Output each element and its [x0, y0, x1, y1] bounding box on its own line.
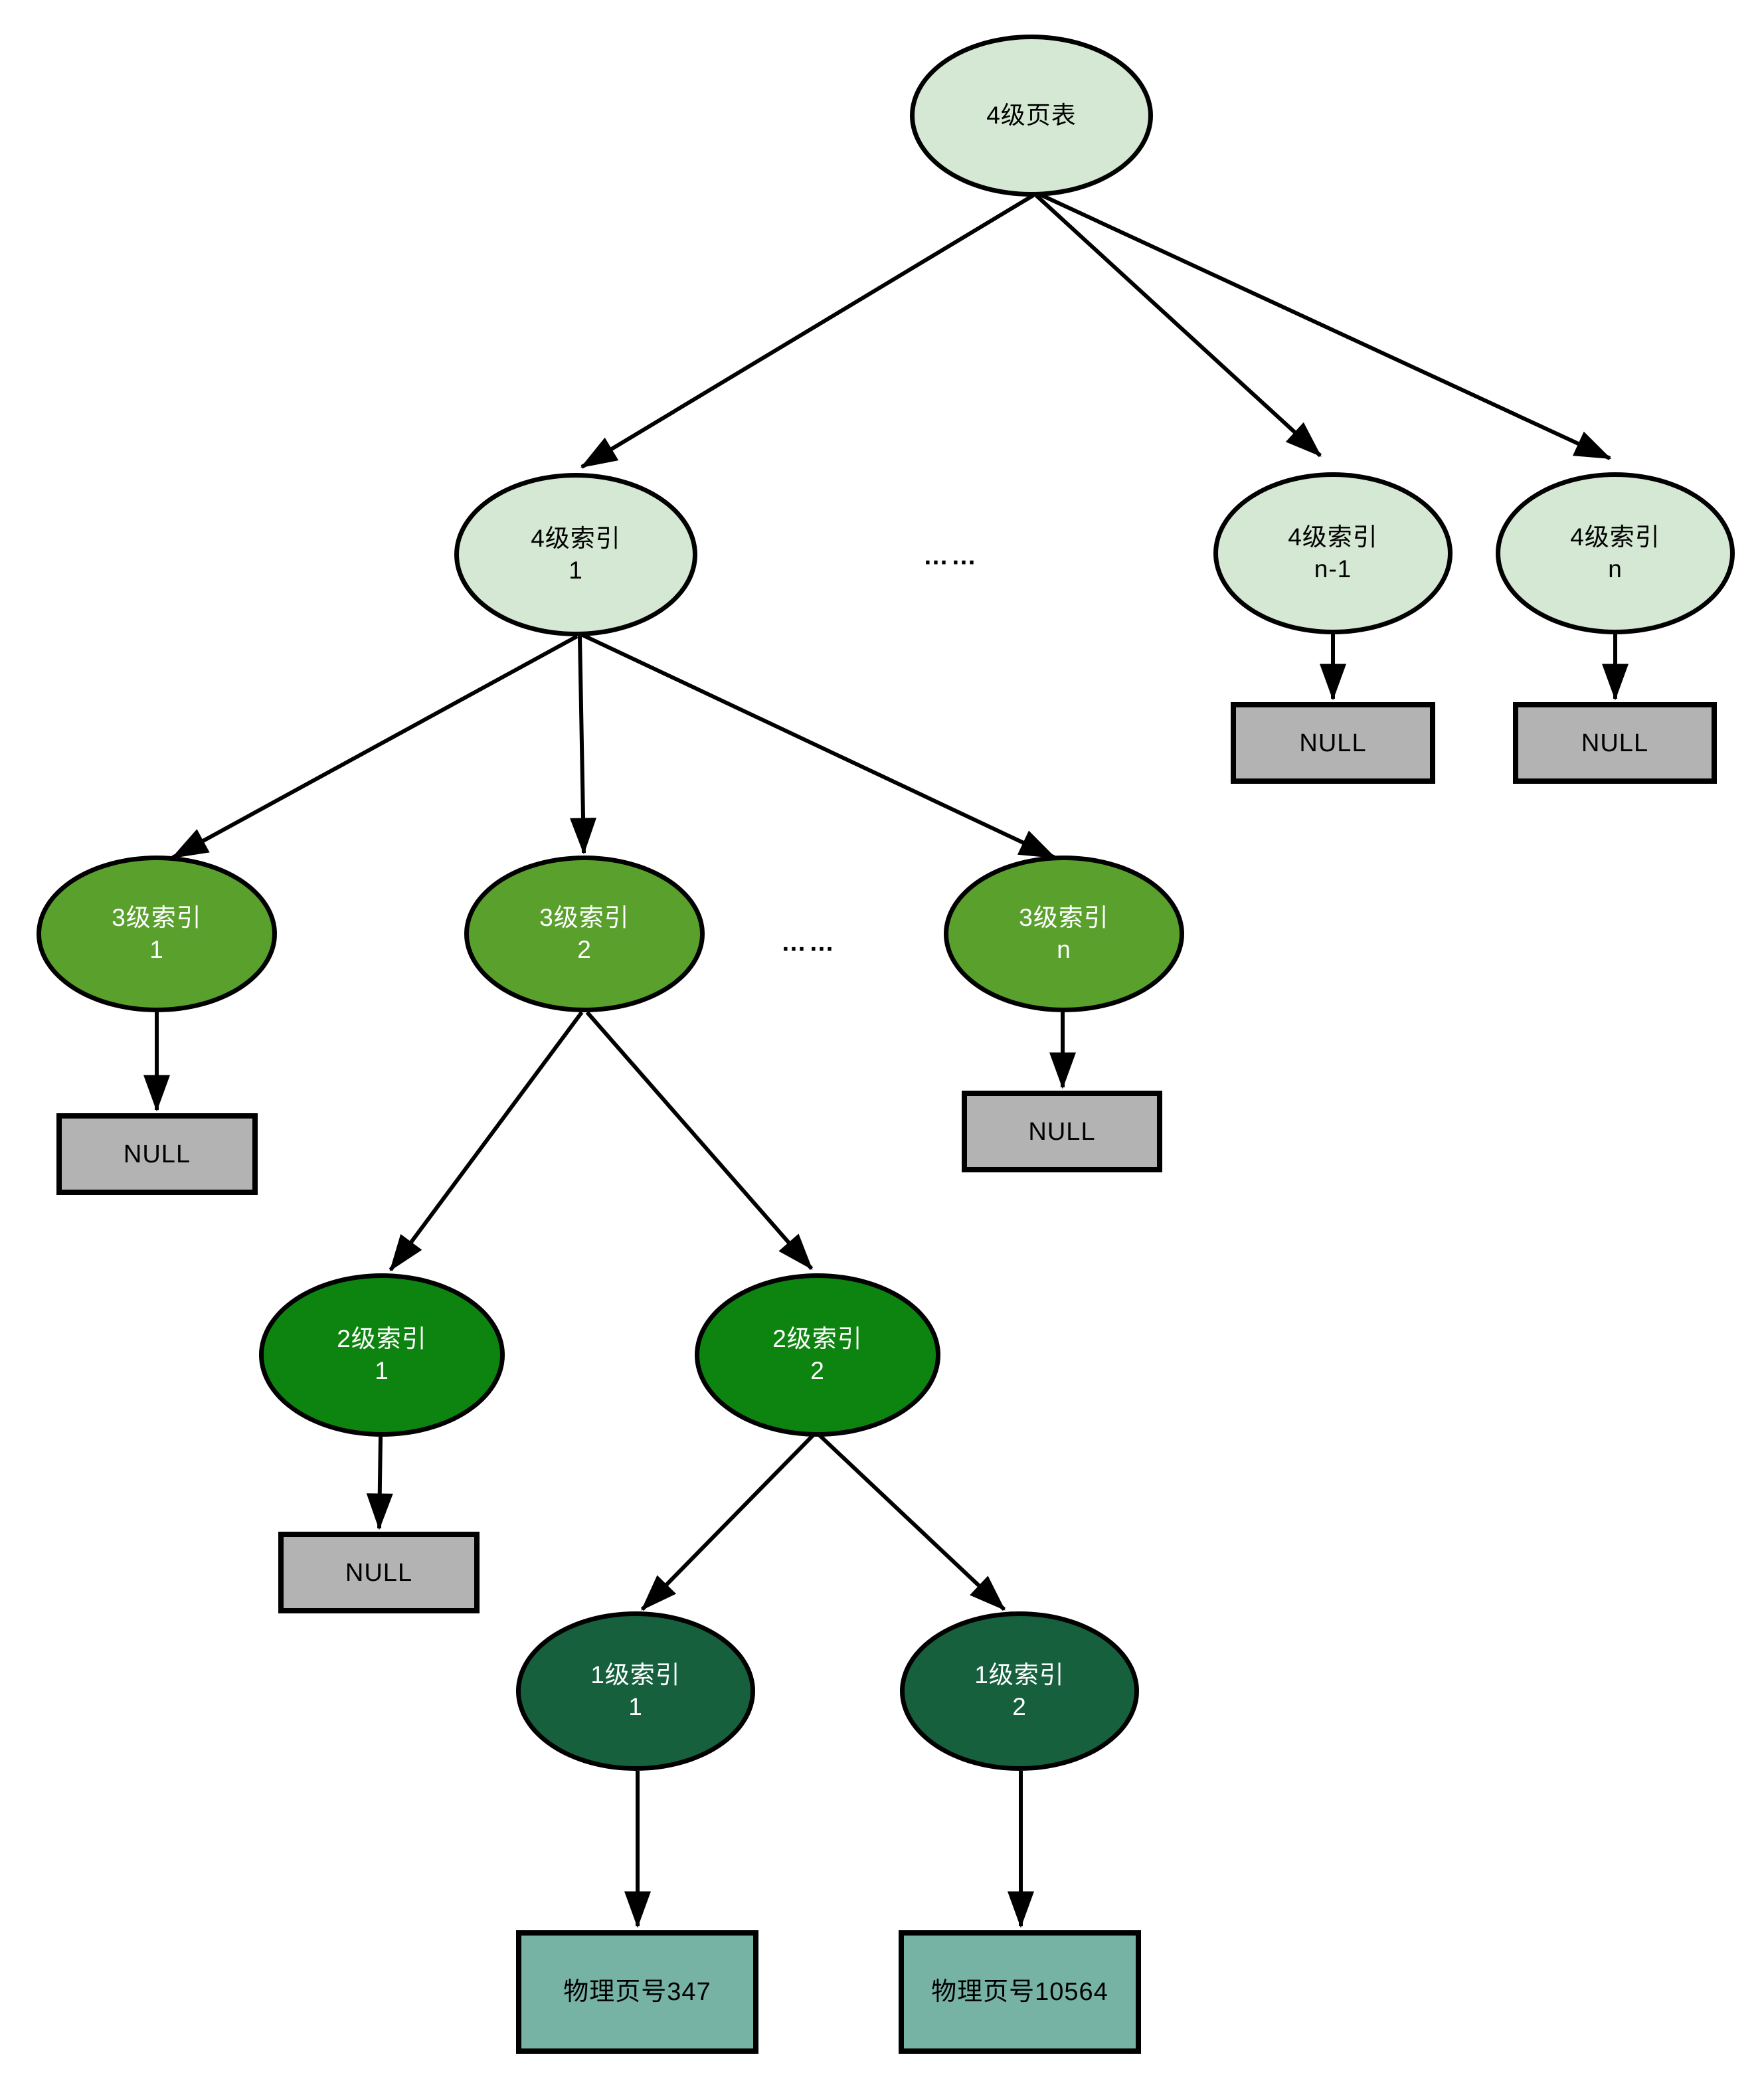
node-label-line1: 4级页表 — [986, 102, 1077, 129]
node-l3-index-n: 3级索引 n — [944, 856, 1184, 1012]
null-box-l4-n-1: NULL — [1231, 702, 1435, 784]
edge-l3-2-to-l2-1 — [389, 1011, 584, 1272]
edge-l4-1-to-l3-2 — [570, 636, 597, 855]
null-label: NULL — [1581, 729, 1649, 757]
node-label-line1: 4级索引 — [1570, 523, 1660, 551]
node-label-line2: 1 — [569, 557, 583, 584]
node-l4-index-n-1: 4级索引 n-1 — [1213, 472, 1453, 634]
node-label: 2级索引 2 — [772, 1323, 863, 1387]
null-box-l2-1: NULL — [278, 1532, 480, 1613]
node-label-line1: 3级索引 — [112, 904, 202, 931]
node-label-line2: n — [1057, 936, 1071, 963]
node-label: 3级索引 n — [1019, 902, 1109, 966]
node-label-line1: 4级索引 — [531, 525, 621, 552]
node-label-line2: 2 — [810, 1357, 825, 1384]
edge-root-to-l4-1 — [580, 193, 1035, 469]
node-label-line1: 3级索引 — [1019, 904, 1109, 931]
node-label-line2: n — [1608, 555, 1623, 583]
physical-page-label: 物理页号10564 — [931, 1978, 1108, 2006]
node-l4-index-n: 4级索引 n — [1496, 472, 1735, 634]
node-l1-index-1: 1级索引 1 — [516, 1611, 755, 1771]
node-label-line2: 1 — [628, 1693, 643, 1720]
node-label-line2: 1 — [375, 1357, 389, 1384]
ellipsis-level4: …… — [923, 542, 979, 571]
physical-page-label: 物理页号347 — [563, 1978, 711, 2006]
null-box-l3-n: NULL — [962, 1091, 1162, 1172]
node-label-line2: 2 — [577, 936, 592, 963]
node-label-line1: 3级索引 — [539, 904, 630, 931]
node-label: 2级索引 1 — [337, 1323, 427, 1387]
edge-l2-2-to-l1-2 — [817, 1433, 1006, 1611]
node-label-line2: 2 — [1012, 1693, 1027, 1720]
null-label: NULL — [1299, 729, 1367, 757]
node-label: 1级索引 1 — [590, 1659, 681, 1723]
node-label-line1: 2级索引 — [337, 1325, 427, 1352]
edge-root-to-l4-n1 — [1034, 193, 1322, 458]
physical-page-box-347: 物理页号347 — [516, 1930, 758, 2054]
null-label: NULL — [1028, 1117, 1096, 1146]
node-page-table-root: 4级页表 — [910, 35, 1153, 197]
node-l2-index-1: 2级索引 1 — [259, 1273, 505, 1437]
node-l3-index-2: 3级索引 2 — [464, 856, 705, 1012]
edge-l4-1-to-l3-1 — [171, 634, 578, 860]
node-label: 3级索引 1 — [112, 902, 202, 966]
node-label-line2: 1 — [149, 936, 164, 963]
edge-root-to-l4-n — [1037, 192, 1612, 460]
node-label: 4级索引 n-1 — [1288, 521, 1378, 585]
edge-l2-2-to-l1-1 — [640, 1433, 816, 1611]
node-label-line1: 1级索引 — [974, 1661, 1065, 1688]
node-label: 4级索引 n — [1570, 521, 1660, 585]
node-l1-index-2: 1级索引 2 — [900, 1611, 1139, 1771]
node-label-line1: 4级索引 — [1288, 523, 1378, 551]
edge-l3-2-to-l2-2 — [585, 1011, 814, 1270]
node-label: 1级索引 2 — [974, 1659, 1065, 1723]
physical-page-box-10564: 物理页号10564 — [899, 1930, 1141, 2054]
null-box-l4-n: NULL — [1513, 702, 1717, 784]
node-l2-index-2: 2级索引 2 — [695, 1273, 940, 1437]
null-label: NULL — [123, 1140, 191, 1168]
node-label: 4级索引 1 — [531, 523, 621, 587]
node-label-line1: 2级索引 — [772, 1325, 863, 1352]
null-box-l3-1: NULL — [56, 1113, 258, 1195]
ellipsis-level3: …… — [781, 929, 837, 957]
node-l3-index-1: 3级索引 1 — [37, 856, 277, 1012]
node-l4-index-1: 4级索引 1 — [454, 473, 697, 636]
edge-l2-1-to-null — [366, 1436, 393, 1530]
node-label-line1: 1级索引 — [590, 1661, 681, 1688]
node-label: 4级页表 — [986, 100, 1077, 132]
node-label: 3级索引 2 — [539, 902, 630, 966]
null-label: NULL — [345, 1558, 413, 1587]
node-label-line2: n-1 — [1314, 555, 1352, 583]
edge-l4-1-to-l3-n — [581, 633, 1057, 860]
